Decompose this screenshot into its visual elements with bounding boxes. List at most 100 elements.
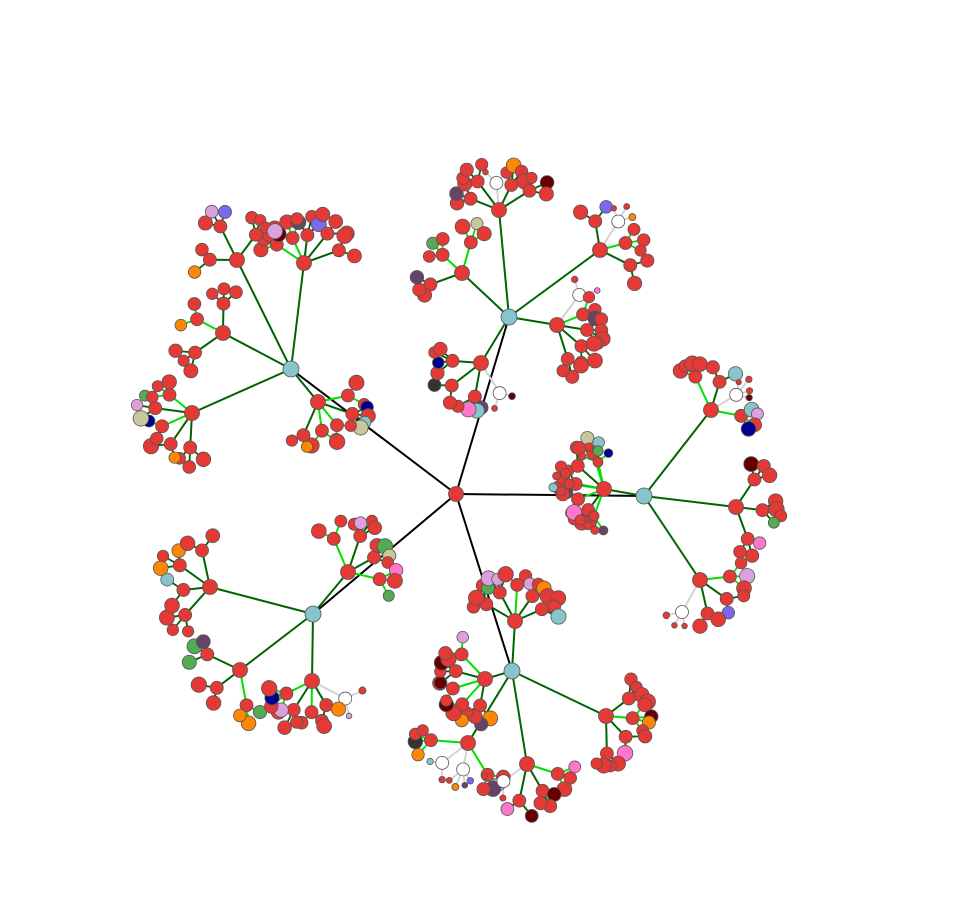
branch-node: [477, 671, 493, 687]
sub-junction-node: [675, 605, 689, 619]
leaf-node: [745, 387, 754, 395]
leaf-node: [422, 250, 436, 263]
sub-junction-node: [588, 214, 603, 229]
sub-junction-node: [470, 174, 485, 189]
branch-node: [454, 265, 470, 281]
sub-junction-node: [496, 774, 511, 789]
leaf-node: [182, 625, 195, 638]
leaf-node: [160, 572, 175, 587]
branch-node: [296, 255, 312, 271]
leaf-node: [315, 206, 331, 222]
sub-junction-node: [300, 228, 315, 242]
branch-edge: [511, 670, 528, 765]
leaf-node: [387, 572, 403, 589]
sub-junction-node: [248, 227, 263, 242]
leaf-node: [538, 186, 554, 202]
leaf-node: [735, 379, 742, 386]
branch-edge: [290, 262, 305, 370]
leaf-node: [196, 634, 211, 649]
sub-junction-node: [285, 231, 300, 245]
leaf-node: [628, 213, 637, 221]
sub-junction-node: [625, 711, 640, 726]
cluster-hub-node: [282, 360, 300, 378]
leaf-node: [598, 525, 609, 536]
branch-edge: [239, 613, 314, 671]
branch-node: [184, 405, 200, 421]
leaf-node: [328, 433, 346, 450]
leaf-node: [587, 352, 603, 369]
sub-junction-node: [580, 323, 594, 337]
sub-junction-node: [315, 423, 329, 438]
leaf-node: [130, 398, 144, 412]
leaf-node: [533, 796, 548, 811]
leaf-node: [440, 694, 453, 707]
leaf-node: [610, 205, 617, 212]
leaf-node: [382, 589, 395, 602]
branch-edge: [222, 332, 292, 370]
sub-junction-node: [216, 296, 231, 311]
leaf-node: [623, 203, 631, 210]
sub-junction-node: [319, 698, 334, 712]
leaf-node: [744, 548, 760, 563]
branch-node: [340, 564, 356, 580]
sub-junction-node: [512, 793, 527, 808]
leaf-node: [454, 218, 471, 235]
leaf-node: [573, 204, 589, 220]
branch-edge: [236, 259, 292, 370]
sub-junction-node: [444, 378, 459, 393]
leaf-node: [217, 282, 231, 296]
leaf-node: [205, 528, 221, 543]
leaf-node: [197, 215, 213, 231]
sub-junction-node: [570, 458, 585, 473]
cluster-hub-node: [500, 308, 518, 326]
leaf-node: [603, 448, 614, 458]
leaf-node: [705, 360, 720, 375]
leaf-node: [445, 776, 453, 784]
branch-edge: [311, 613, 314, 682]
cluster-hub-node: [635, 487, 653, 505]
leaf-node: [409, 270, 425, 285]
sub-junction-node: [424, 733, 438, 748]
leaf-node: [737, 589, 751, 603]
sub-junction-node: [345, 407, 360, 421]
leaf-node: [627, 222, 641, 236]
leaf-node: [179, 535, 196, 552]
leaf-node: [367, 520, 383, 535]
leaf-node: [570, 275, 579, 284]
sub-junction-node: [195, 543, 209, 558]
sub-junction-node: [740, 532, 755, 546]
sub-junction-node: [522, 183, 537, 198]
leaf-node: [761, 467, 778, 483]
leaf-node: [161, 374, 177, 390]
leaf-node: [499, 794, 507, 802]
leaf-node: [427, 378, 442, 392]
sub-junction-node: [331, 243, 346, 258]
sub-junction-node: [574, 339, 589, 354]
leaf-node: [166, 623, 179, 636]
sub-junction-node: [560, 352, 575, 366]
leaf-node: [525, 171, 538, 184]
sub-junction-node: [688, 369, 703, 384]
leaf-node: [168, 343, 183, 358]
leaf-node: [556, 486, 567, 497]
leaf-node: [290, 715, 304, 729]
sub-junction-node: [463, 191, 478, 206]
sub-junction-node: [286, 702, 301, 717]
sub-junction-node: [445, 681, 460, 696]
leaf-node: [150, 431, 164, 446]
cluster-hub-node: [503, 662, 521, 680]
leaf-node: [316, 718, 332, 734]
leaf-node: [475, 158, 489, 172]
leaf-node: [285, 434, 298, 447]
branch-node: [215, 325, 231, 341]
leaf-node: [745, 394, 753, 402]
leaf-node: [132, 410, 150, 427]
branch-edge: [480, 316, 510, 364]
sub-junction-node: [435, 247, 450, 262]
leaf-node: [205, 695, 222, 711]
leaf-node: [347, 248, 362, 264]
leaf-node: [358, 686, 367, 695]
sub-junction-node: [341, 388, 355, 403]
leaf-node: [550, 608, 567, 625]
leaf-node: [190, 676, 207, 693]
